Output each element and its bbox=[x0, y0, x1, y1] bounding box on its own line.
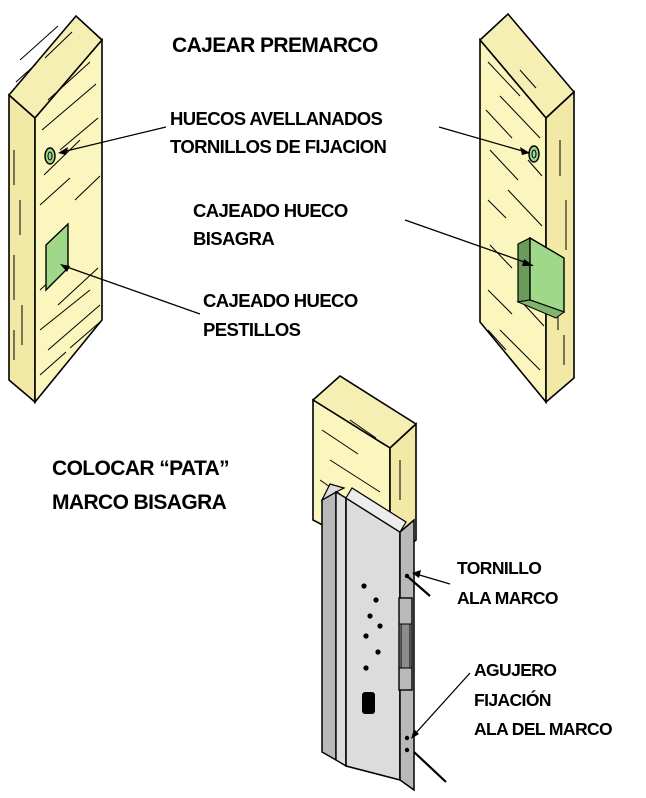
frame-latch-slot bbox=[362, 692, 375, 714]
frame-back-flange bbox=[321, 490, 337, 762]
label-agujero-line2: FIJACIÓN bbox=[474, 690, 551, 710]
frame-main-face bbox=[345, 496, 401, 782]
frame-return bbox=[335, 490, 347, 768]
left-premarco-board bbox=[7, 14, 104, 405]
label-pestillos-line2: PESTILLOS bbox=[203, 319, 301, 340]
right-board-side bbox=[545, 90, 575, 404]
metal-frame-leg bbox=[320, 483, 447, 792]
label-pestillos-line1: CAJEADO HUECO bbox=[203, 290, 358, 311]
title-cajear-premarco: CAJEAR PREMARCO bbox=[172, 34, 378, 57]
right-premarco-board bbox=[478, 12, 576, 405]
right-board-grain bbox=[485, 61, 567, 371]
label-tornillo-line1: TORNILLO bbox=[457, 558, 542, 578]
left-board-front bbox=[34, 37, 103, 405]
left-board-side bbox=[8, 93, 36, 404]
label-bisagra-line2: BISAGRA bbox=[193, 228, 275, 249]
label-tornillo-line2: ALA MARCO bbox=[457, 588, 558, 608]
label-agujero-line3: ALA DEL MARCO bbox=[474, 719, 613, 739]
label-huecos-line1: HUECOS AVELLANADOS bbox=[170, 108, 383, 129]
right-countersunk-hole bbox=[528, 145, 540, 163]
leader-lines bbox=[61, 126, 531, 736]
frame-fixing-holes bbox=[361, 583, 383, 671]
leader-arrowheads bbox=[58, 147, 534, 739]
label-bisagra-line1: CAJEADO HUECO bbox=[193, 200, 348, 221]
label-huecos-line2: TORNILLOS DE FIJACION bbox=[170, 136, 387, 157]
left-countersunk-hole bbox=[44, 147, 56, 165]
label-agujero-line1: AGUJERO bbox=[474, 660, 557, 680]
label-colocar-line2: MARCO BISAGRA bbox=[52, 491, 227, 514]
label-colocar-line1: COLOCAR “PATA” bbox=[52, 457, 230, 480]
left-board-grain bbox=[13, 25, 101, 376]
right-hinge-recess-wall bbox=[517, 237, 531, 303]
